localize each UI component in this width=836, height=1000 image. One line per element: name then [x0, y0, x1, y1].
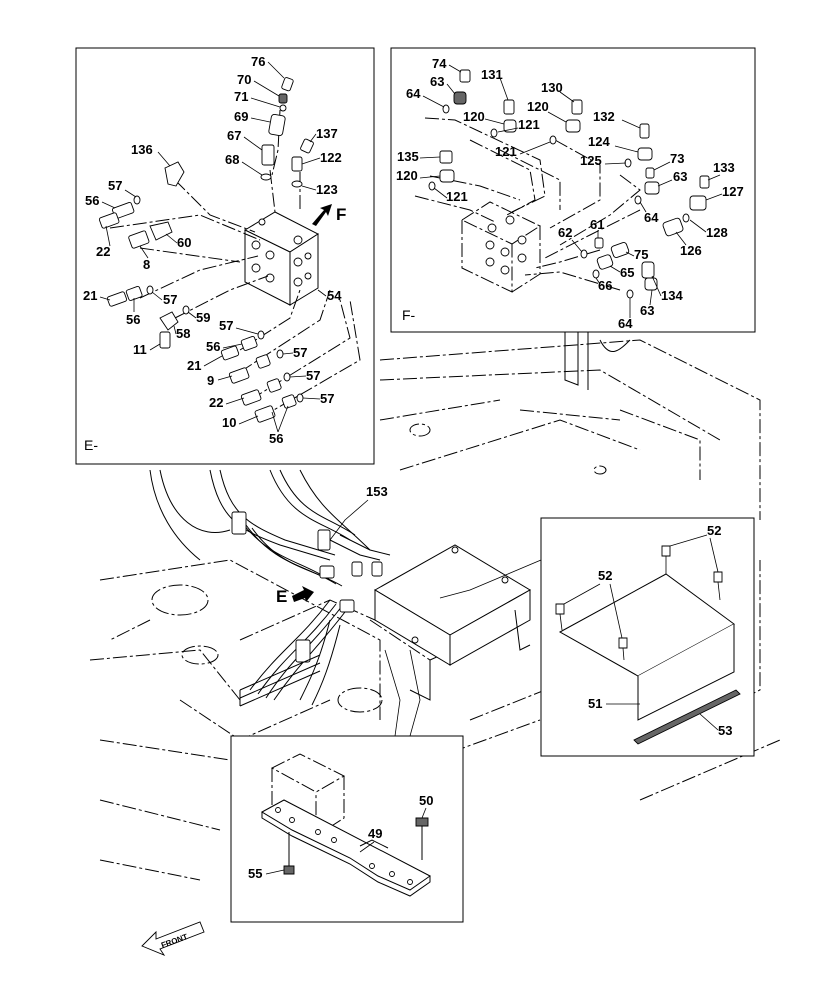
callout-main-7: 55	[248, 866, 262, 881]
view-f-arrow: F	[312, 204, 346, 226]
callout-f-5: 120	[463, 109, 485, 124]
callout-f-28: 63	[640, 303, 654, 318]
callout-e-30: 10	[222, 415, 236, 430]
callout-e-28: 22	[209, 395, 223, 410]
rail-bars	[239, 654, 321, 707]
callout-f-0: 74	[432, 56, 447, 71]
manifold-block-54	[243, 211, 320, 306]
bracket-detail-panel: 50 49 55	[230, 649, 464, 923]
callout-e-8: 122	[320, 150, 342, 165]
callout-f-7: 121	[518, 117, 540, 132]
callout-f-17: 127	[722, 184, 744, 199]
callout-f-22: 62	[558, 225, 572, 240]
callout-e-3: 69	[234, 109, 248, 124]
callout-f-13: 73	[670, 151, 684, 166]
e-detail-panel: E-	[75, 47, 375, 465]
callout-f-26: 66	[598, 278, 612, 293]
f-callouts: 74 63 131 130 64 120 120 121 132 121 135…	[396, 56, 744, 331]
f-fittings	[428, 69, 710, 299]
callout-f-11: 124	[588, 134, 610, 149]
callout-f-3: 130	[541, 80, 563, 95]
callout-e-2: 71	[234, 89, 248, 104]
callout-f-18: 121	[446, 189, 468, 204]
f-panel-label: F-	[402, 307, 416, 323]
callout-e-5: 137	[316, 126, 338, 141]
f-detail-panel: F-	[390, 47, 756, 333]
callout-f-1: 63	[430, 74, 444, 89]
callout-f-25: 65	[620, 265, 634, 280]
callout-f-19: 64	[644, 210, 659, 225]
callout-e-20: 58	[176, 326, 190, 341]
callout-f-15: 120	[396, 168, 418, 183]
view-e-arrow: E	[276, 586, 314, 606]
callout-e-11: 56	[85, 193, 99, 208]
callout-f-21: 128	[706, 225, 728, 240]
callout-e-26: 9	[207, 373, 214, 388]
callout-f-20: 61	[590, 217, 604, 232]
callout-e-18: 56	[126, 312, 140, 327]
callout-f-12: 125	[580, 153, 602, 168]
view-f-marker: F	[336, 205, 346, 224]
callout-e-13: 22	[96, 244, 110, 259]
front-direction-arrow: FRONT	[141, 921, 205, 956]
callout-f-9: 121	[495, 144, 517, 159]
callout-e-23: 56	[206, 339, 220, 354]
callout-main-0: 153	[366, 484, 388, 499]
callout-f-14: 133	[713, 160, 735, 175]
e-fittings	[98, 77, 314, 423]
callout-main-3: 51	[588, 696, 602, 711]
callout-e-7: 68	[225, 152, 239, 167]
callout-e-14: 8	[143, 257, 150, 272]
callout-e-29: 57	[320, 391, 334, 406]
callout-e-10: 57	[108, 178, 122, 193]
callout-e-25: 21	[187, 358, 201, 373]
callout-f-10: 135	[397, 149, 419, 164]
callout-e-15: 54	[327, 288, 342, 303]
callout-main-6: 49	[368, 826, 382, 841]
vertical-posts	[564, 330, 631, 390]
callout-e-0: 76	[251, 54, 265, 69]
callout-f-24: 126	[680, 243, 702, 258]
callout-main-4: 53	[718, 723, 732, 738]
callout-f-23: 75	[634, 247, 648, 262]
callout-f-16: 63	[673, 169, 687, 184]
callout-e-6: 136	[131, 142, 153, 157]
hose-bundle	[149, 469, 391, 706]
callout-e-22: 57	[219, 318, 233, 333]
callout-f-8: 132	[593, 109, 615, 124]
callout-e-16: 21	[83, 288, 97, 303]
callout-e-31: 56	[269, 431, 283, 446]
callout-main-5: 50	[419, 793, 433, 808]
callout-f-6: 120	[527, 99, 549, 114]
callout-f-4: 64	[406, 86, 421, 101]
cover-detail-panel: 52 52 51 53	[439, 517, 755, 757]
callout-e-24: 57	[293, 345, 307, 360]
callout-e-27: 57	[306, 368, 320, 383]
e-callouts: 76 70 71 69 67 137 136 68 122 123 57 56 …	[83, 54, 342, 446]
callout-f-29: 64	[618, 316, 633, 331]
callout-main-1: 52	[707, 523, 721, 538]
e-panel-label: E-	[84, 437, 98, 453]
view-e-marker: E	[276, 587, 287, 606]
callout-f-2: 131	[481, 67, 503, 82]
callout-e-17: 57	[163, 292, 177, 307]
callout-e-9: 123	[316, 182, 338, 197]
callout-e-4: 67	[227, 128, 241, 143]
callout-f-27: 134	[661, 288, 683, 303]
callout-e-19: 59	[196, 310, 210, 325]
bolts-52	[555, 545, 723, 649]
callout-e-12: 60	[177, 235, 191, 250]
callout-e-21: 11	[133, 342, 147, 357]
callout-main-2: 52	[598, 568, 612, 583]
callout-e-1: 70	[237, 72, 251, 87]
main-valve-box	[374, 544, 531, 701]
